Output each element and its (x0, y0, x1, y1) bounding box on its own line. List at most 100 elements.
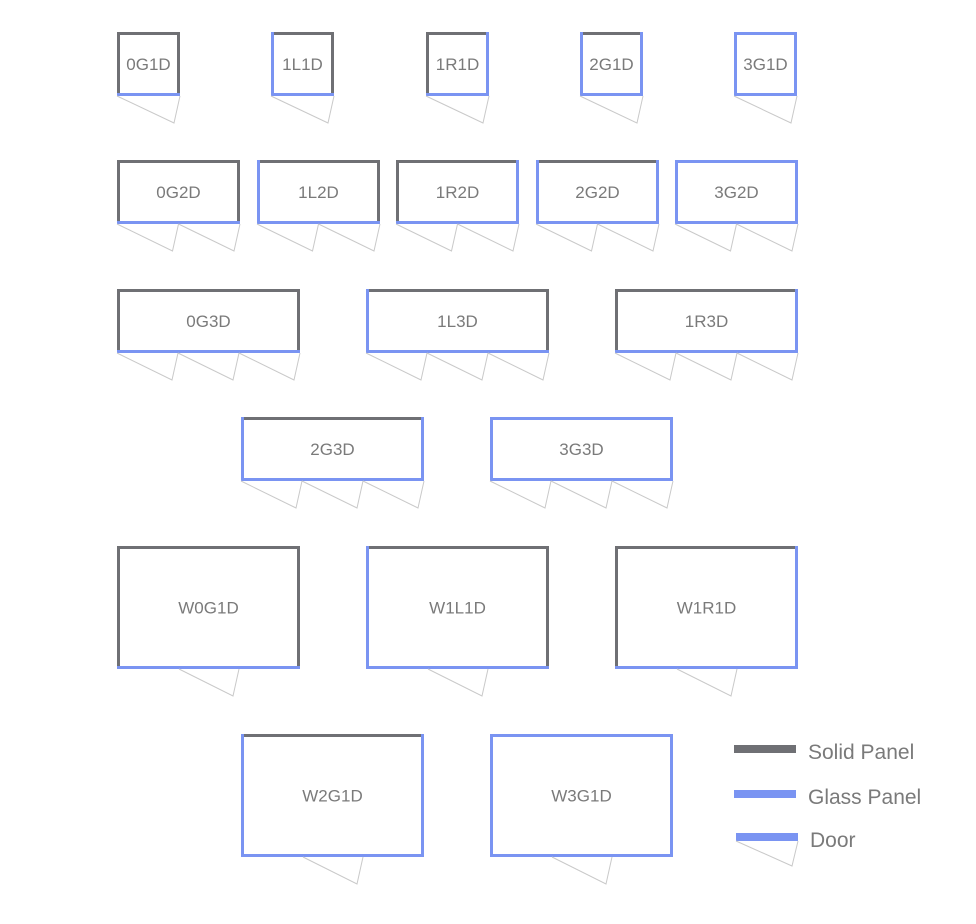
left-panel (675, 160, 678, 224)
unit-w3g1d: W3G1D (490, 734, 673, 885)
front-door (241, 478, 424, 481)
front-door (615, 350, 798, 353)
door-swing (427, 668, 489, 697)
front-door (490, 478, 673, 481)
front-glass (117, 666, 300, 669)
unit-label: 2G2D (575, 183, 619, 202)
left-panel (257, 160, 260, 224)
unit-1l3d: 1L3D (365, 289, 550, 381)
unit-w1l1d: W1L1D (366, 546, 549, 697)
legend-solid-label: Solid Panel (808, 741, 914, 764)
unit-label: 3G3D (559, 440, 603, 459)
door-swing (178, 223, 241, 252)
front-door (396, 221, 519, 224)
right-panel (421, 734, 424, 857)
left-panel (117, 160, 120, 224)
right-panel (377, 160, 380, 224)
back-panel (257, 160, 380, 163)
back-panel (580, 32, 643, 35)
door-swing (178, 668, 240, 697)
right-panel (795, 160, 798, 224)
legend-solid-swatch (734, 745, 796, 753)
door-swing (177, 352, 240, 381)
door-swing (395, 223, 458, 252)
legend: Solid Panel Glass Panel Door (734, 741, 921, 867)
unit-label: 2G3D (310, 440, 354, 459)
left-panel (241, 734, 244, 857)
door-swing (270, 95, 335, 124)
unit-0g3d: 0G3D (116, 289, 301, 381)
unit-1l1d: 1L1D (270, 32, 335, 124)
unit-label: W2G1D (302, 787, 362, 806)
right-panel (331, 32, 334, 96)
unit-1r1d: 1R1D (425, 32, 490, 124)
left-panel (366, 546, 369, 669)
left-panel (117, 289, 120, 353)
unit-label: 1R3D (685, 312, 728, 331)
right-panel (516, 160, 519, 224)
unit-label: W1R1D (677, 599, 737, 618)
door-swing (362, 480, 425, 509)
front-door (536, 221, 659, 224)
legend-glass-label: Glass Panel (808, 786, 921, 809)
door-swing (535, 223, 598, 252)
legend-door-swing (735, 840, 799, 867)
back-panel (117, 289, 300, 292)
front-door (271, 93, 334, 96)
unit-0g2d: 0G2D (116, 160, 241, 252)
legend-glass-swatch (734, 790, 796, 798)
left-panel (734, 32, 737, 96)
right-panel (177, 32, 180, 96)
right-panel (486, 32, 489, 96)
left-panel (117, 546, 120, 669)
left-panel (536, 160, 539, 224)
back-panel (615, 546, 798, 549)
door-swing (365, 352, 428, 381)
door-swing (676, 668, 738, 697)
unit-label: 1R2D (436, 183, 479, 202)
door-swing (116, 352, 179, 381)
front-door (117, 221, 240, 224)
door-swing (318, 223, 381, 252)
left-panel (490, 417, 493, 481)
right-panel (297, 289, 300, 353)
left-panel (490, 734, 493, 857)
left-panel (271, 32, 274, 96)
unit-2g3d: 2G3D (240, 417, 425, 509)
front-door (117, 93, 180, 96)
door-swing (425, 95, 490, 124)
left-panel (615, 546, 618, 669)
back-panel (615, 289, 798, 292)
unit-label: 0G2D (156, 183, 200, 202)
back-panel (536, 160, 659, 163)
unit-0g1d: 0G1D (116, 32, 181, 124)
door-swing (736, 352, 799, 381)
right-panel (795, 546, 798, 669)
door-swing (116, 223, 179, 252)
unit-label: 1L3D (437, 312, 478, 331)
left-panel (426, 32, 429, 96)
right-panel (640, 32, 643, 96)
door-swing (487, 352, 550, 381)
left-panel (615, 289, 618, 353)
unit-label: 3G2D (714, 183, 758, 202)
back-panel (271, 32, 334, 35)
door-swing (240, 480, 303, 509)
back-panel (117, 32, 180, 35)
unit-label: W3G1D (551, 787, 611, 806)
door-swing (675, 352, 738, 381)
unit-label: W1L1D (429, 599, 486, 618)
front-glass (615, 666, 798, 669)
door-swing (597, 223, 660, 252)
right-panel (794, 32, 797, 96)
back-panel (241, 734, 424, 737)
back-panel (490, 417, 673, 420)
back-panel (490, 734, 673, 737)
door-swing (550, 480, 613, 509)
unit-w2g1d: W2G1D (241, 734, 424, 885)
door-swing (301, 480, 364, 509)
unit-label: W0G1D (178, 599, 238, 618)
left-panel (396, 160, 399, 224)
unit-label: 1L2D (298, 183, 339, 202)
